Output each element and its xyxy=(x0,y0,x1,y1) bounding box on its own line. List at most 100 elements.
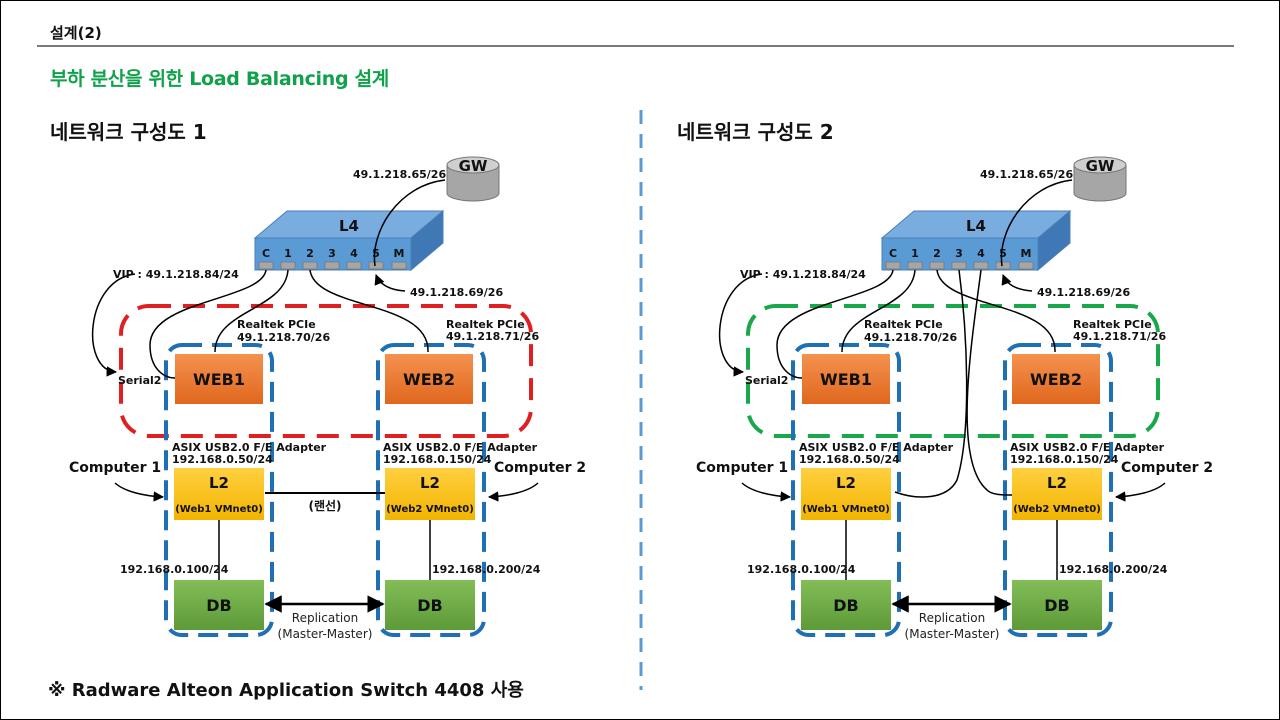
l4-port-label: 3 xyxy=(328,247,336,260)
l4-port-label: M xyxy=(1021,247,1032,260)
gw-ip-label: 49.1.218.65/26 xyxy=(980,168,1073,181)
l4-ip-label: 49.1.218.69/26 xyxy=(1037,286,1130,299)
main-title: 부하 분산을 위한 Load Balancing 설계 xyxy=(50,68,389,90)
web1-box xyxy=(802,354,890,404)
l4-port xyxy=(346,261,362,270)
serial-cable xyxy=(149,269,267,379)
gw-cylinder-body xyxy=(1073,164,1127,202)
host-1-boundary xyxy=(164,343,274,637)
gw-cylinder-top xyxy=(446,156,500,174)
db-2-box xyxy=(385,580,475,630)
web2-nic-label: Realtek PCIe xyxy=(1073,318,1152,331)
section-title: 설계(2) xyxy=(50,24,102,42)
web1-nic-label: Realtek PCIe xyxy=(864,318,943,331)
web1-label: WEB1 xyxy=(820,370,872,389)
l4-ip-arrow xyxy=(1001,274,1033,292)
host-1-boundary xyxy=(791,343,901,637)
serial-label: Serial2 xyxy=(745,374,788,387)
l2-1-nic-label: ASIX USB2.0 F/E Adapter xyxy=(799,441,954,454)
web-cluster-boundary xyxy=(746,304,1160,438)
computer-2-arrow xyxy=(1114,482,1166,502)
web2-label: WEB2 xyxy=(403,370,455,389)
web2-box xyxy=(1012,354,1100,404)
replication-mode-label: (Master-Master) xyxy=(278,627,373,641)
l2-1-label: L2 xyxy=(209,474,229,492)
db-1-ip-label: 192.168.0.100/24 xyxy=(120,563,229,576)
l2-1-ip-label: 192.168.0.50/24 xyxy=(799,453,900,466)
l4-port-label: 5 xyxy=(372,247,380,260)
l4-ip-label: 49.1.218.69/26 xyxy=(410,286,503,299)
l2-1-sub-label: (Web1 VMnet0) xyxy=(175,504,263,515)
web1-ip-label: 49.1.218.70/26 xyxy=(237,331,330,344)
replication-label: Replication xyxy=(292,611,358,625)
computer-2-label: Computer 2 xyxy=(1121,460,1213,476)
l4-port xyxy=(951,261,967,270)
l4-port xyxy=(258,261,274,270)
gw-label: GW xyxy=(1086,157,1115,175)
computer-1-arrow xyxy=(114,482,165,502)
db-2-label: DB xyxy=(417,596,442,615)
web1-ip-label: 49.1.218.70/26 xyxy=(864,331,957,344)
web1-label: WEB1 xyxy=(193,370,245,389)
web2-cable xyxy=(309,269,429,353)
l2-2-box xyxy=(1012,468,1102,520)
l4-port-label: C xyxy=(889,247,897,260)
web-cluster-boundary xyxy=(119,304,533,438)
serial-cable xyxy=(776,269,894,379)
computer-2-arrow xyxy=(487,482,539,502)
l2-2-sub-label: (Web2 VMnet0) xyxy=(1013,504,1101,515)
l4-port xyxy=(929,261,945,270)
l2-2-box xyxy=(385,468,475,520)
gw-cylinder-body xyxy=(446,164,500,202)
db-2-box xyxy=(1012,580,1102,630)
host-2-boundary xyxy=(376,343,486,637)
l4-port xyxy=(302,261,318,270)
l2-1-box xyxy=(801,468,891,520)
l4-port-label: 2 xyxy=(306,247,314,260)
l2-1-nic-label: ASIX USB2.0 F/E Adapter xyxy=(172,441,327,454)
diagram-1-title: 네트워크 구성도 1 xyxy=(50,120,207,144)
l4-port-label: M xyxy=(394,247,405,260)
db-1-label: DB xyxy=(833,596,858,615)
l2-1-label: L2 xyxy=(836,474,856,492)
l4-port xyxy=(368,261,384,270)
l2-2-nic-label: ASIX USB2.0 F/E Adapter xyxy=(1010,441,1165,454)
web2-ip-label: 49.1.218.71/26 xyxy=(1073,330,1166,343)
l2-1-sub-label: (Web1 VMnet0) xyxy=(802,504,890,515)
l2-1-cable xyxy=(894,269,968,498)
gw-cable xyxy=(373,179,446,267)
db-1-label: DB xyxy=(206,596,231,615)
serial-label: Serial2 xyxy=(118,374,161,387)
db-1-box xyxy=(174,580,264,630)
l4-port-label: 1 xyxy=(284,247,292,260)
l4-label: L4 xyxy=(966,217,986,235)
diagram-2-title: 네트워크 구성도 2 xyxy=(677,120,834,144)
web2-cable xyxy=(936,269,1056,353)
web2-ip-label: 49.1.218.71/26 xyxy=(446,330,539,343)
l4-port-label: 2 xyxy=(933,247,941,260)
l4-port xyxy=(324,261,340,270)
gw-cylinder-top xyxy=(1073,156,1127,174)
gw-ip-label: 49.1.218.65/26 xyxy=(353,168,446,181)
vip-label: VIP : 49.1.218.84/24 xyxy=(740,268,866,281)
l2-2-label: L2 xyxy=(420,474,440,492)
web1-box xyxy=(175,354,263,404)
gw-cable xyxy=(1000,179,1073,267)
l4-port xyxy=(995,261,1011,270)
host-2-boundary xyxy=(1003,343,1113,637)
l4-port-label: C xyxy=(262,247,270,260)
computer-1-label: Computer 1 xyxy=(696,460,788,476)
web2-box xyxy=(385,354,473,404)
l4-label: L4 xyxy=(339,217,359,235)
l2-1-ip-label: 192.168.0.50/24 xyxy=(172,453,273,466)
header-rule xyxy=(37,45,1234,47)
vip-arrow xyxy=(91,273,136,377)
computer-1-arrow xyxy=(741,482,792,502)
db-1-box xyxy=(801,580,891,630)
l4-port xyxy=(973,261,989,270)
db-2-ip-label: 192.168.0.200/24 xyxy=(432,563,541,576)
computer-2-label: Computer 2 xyxy=(494,460,586,476)
